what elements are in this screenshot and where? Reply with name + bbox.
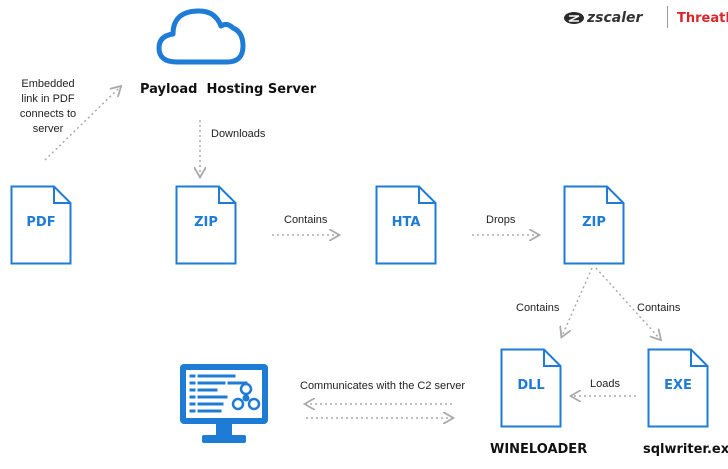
pdf-label: PDF (26, 215, 56, 230)
pdf-file-icon: PDF (10, 185, 72, 265)
embedded-link-label: Embedded link in PDF connects to server (19, 78, 77, 135)
zscaler-wordmark: zscaler (587, 10, 643, 26)
downloads-label: Downloads (211, 128, 266, 140)
biohazard-icon (231, 382, 261, 411)
server-label: Payload Hosting Server (140, 82, 317, 97)
logo-divider (667, 6, 668, 28)
loads-label: Loads (590, 378, 620, 390)
hta-file-icon: HTA (375, 185, 437, 265)
threatlabz-wordmark: ThreatLabz (677, 10, 728, 26)
zip-dropped-label: ZIP (582, 215, 606, 230)
contains-label-2: Contains (516, 302, 560, 314)
zip-file-icon: ZIP (175, 185, 237, 265)
zscaler-icon (564, 12, 584, 24)
dll-file-icon: DLL (500, 348, 562, 428)
drops-label: Drops (486, 214, 516, 226)
exe-file-icon: EXE (647, 348, 709, 428)
arrow-zip-to-exe (595, 267, 660, 339)
contains-label-3: Contains (637, 302, 681, 314)
sqlwriter-caption: sqlwriter.exe (643, 442, 728, 457)
c2-label: Communicates with the C2 server (300, 380, 466, 392)
hta-label: HTA (391, 215, 421, 230)
cloud-icon (156, 8, 246, 65)
exe-label: EXE (664, 378, 692, 393)
dll-label: DLL (517, 378, 545, 393)
threatlabz-logo: ThreatLabz (677, 8, 728, 28)
c2-monitor-icon (180, 364, 268, 443)
arrow-zip-to-dll (562, 267, 593, 336)
zscaler-logo: zscaler (563, 8, 642, 28)
zip-label: ZIP (194, 215, 218, 230)
contains-label-1: Contains (284, 214, 328, 226)
wineloader-caption: WINELOADER (490, 442, 588, 457)
zip-dropped-file-icon: ZIP (563, 185, 625, 265)
